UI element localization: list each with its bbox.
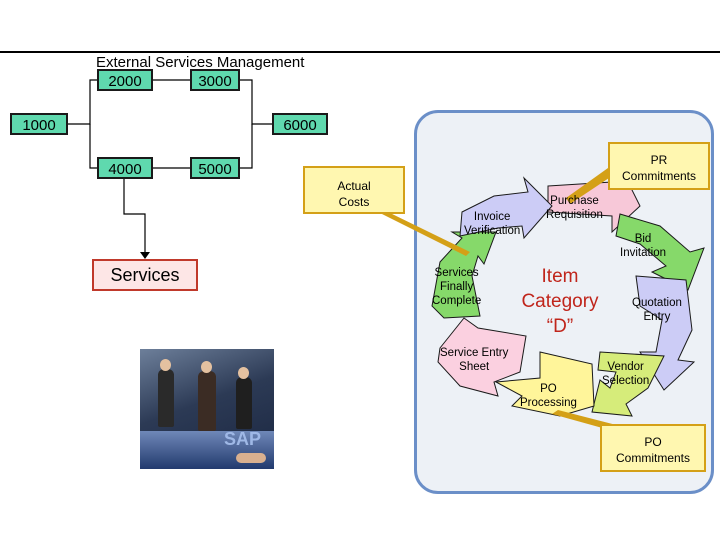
label-service-entry-sheet: Service Entry Sheet xyxy=(440,347,509,373)
connector-4000-services xyxy=(123,178,146,256)
connector-1000-4000 xyxy=(89,124,97,169)
label-services-finally-complete: Services Finally Complete xyxy=(432,267,482,307)
services-box: Services xyxy=(92,259,198,291)
connector-3000-6000 xyxy=(238,79,272,125)
pr-commitments-pointer xyxy=(566,168,612,204)
label-vendor-selection: Vendor Selection xyxy=(602,361,650,387)
label-bid-invitation: Bid Invitation xyxy=(620,233,667,259)
box-4000: 4000 xyxy=(97,157,153,179)
actual-costs-pointer xyxy=(378,212,470,256)
arrow-service-entry-sheet xyxy=(437,317,527,397)
sap-logo: SAP xyxy=(224,429,262,449)
po-commitments-line-2: Commitments xyxy=(615,451,690,465)
arrowhead-services xyxy=(140,252,150,259)
business-photo: SAP xyxy=(140,349,274,469)
actual-costs-callout: Actual Costs xyxy=(303,166,405,214)
label-po-processing: PO Processing xyxy=(520,383,577,409)
connector-5000-6000 xyxy=(238,124,253,169)
pr-commitments-line-2: Commitments xyxy=(621,169,696,183)
label-purchase-requisition: Purchase Requisition xyxy=(546,195,603,221)
po-commitments-line-1: PO xyxy=(644,435,662,449)
label-quotation-entry: Quotation Entry xyxy=(632,297,682,323)
connector-1000-2000 xyxy=(66,79,97,125)
box-6000: 6000 xyxy=(272,113,328,135)
pr-commitments-line-1: PR xyxy=(650,153,668,167)
actual-costs-line-1: Actual xyxy=(337,179,371,193)
box-1000: 1000 xyxy=(10,113,68,135)
arrow-po-processing xyxy=(494,351,595,417)
arrow-invoice-verification xyxy=(459,176,553,240)
arrow-vendor-selection xyxy=(591,351,665,417)
box-5000: 5000 xyxy=(190,157,240,179)
po-commitments-callout: PO Commitments xyxy=(600,424,706,472)
page-title: External Services Management xyxy=(96,54,305,71)
cycle-center-label: Item Category “D” xyxy=(521,266,599,337)
actual-costs-line-2: Costs xyxy=(338,195,370,209)
box-3000: 3000 xyxy=(190,69,240,91)
pr-commitments-callout: PR Commitments xyxy=(608,142,710,190)
box-2000: 2000 xyxy=(97,69,153,91)
label-invoice-verification: Invoice Verification xyxy=(464,211,521,237)
header-rule xyxy=(0,51,720,53)
